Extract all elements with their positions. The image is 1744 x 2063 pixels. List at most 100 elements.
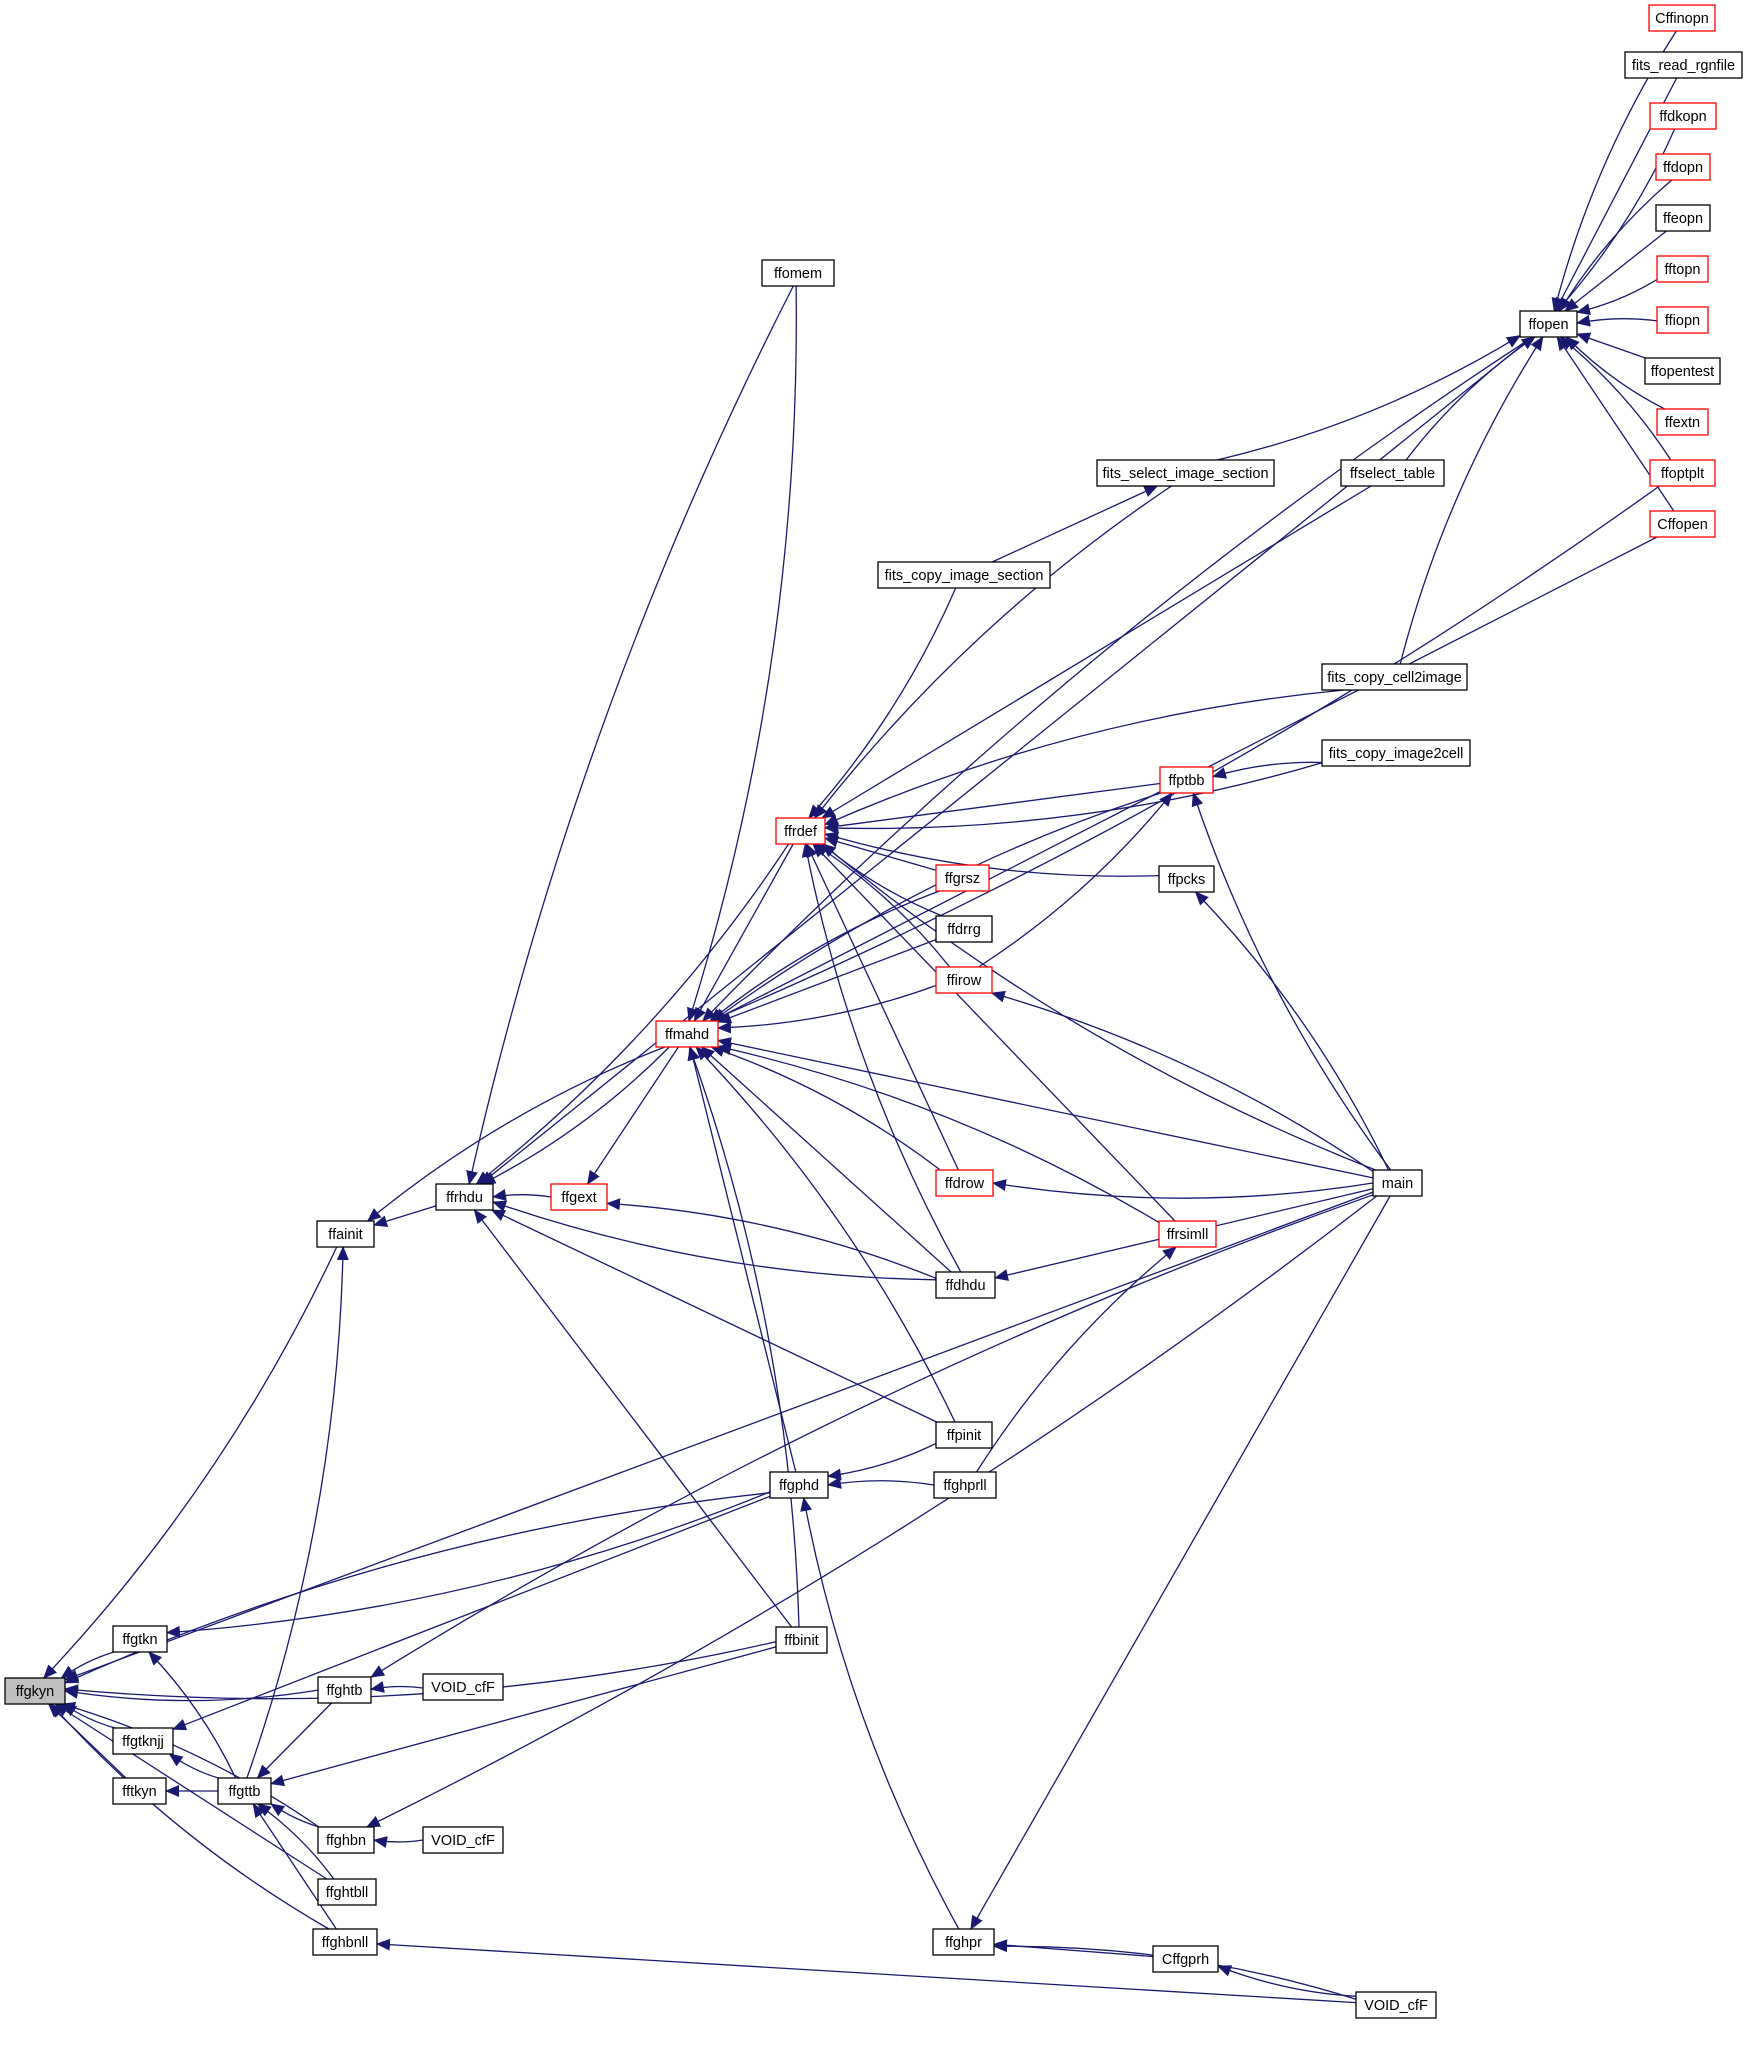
node-fits-copy-cell2image[interactable]: fits_copy_cell2image <box>1321 663 1468 691</box>
node-main[interactable]: main <box>1372 1169 1423 1197</box>
call-edge-ffghbnll-to-ffgttb <box>252 1803 337 1930</box>
node-ffmahd[interactable]: ffmahd <box>655 1020 719 1048</box>
node-ffptbb[interactable]: ffptbb <box>1159 766 1214 794</box>
node-ffdhdu[interactable]: ffdhdu <box>935 1271 996 1299</box>
call-edge-ffdhdu-to-ffmahd <box>700 1046 952 1273</box>
node-label: ffdhdu <box>945 1278 985 1294</box>
node-ffgkyn[interactable]: ffgkyn <box>4 1677 66 1705</box>
node-fits-copy-image2cell[interactable]: fits_copy_image2cell <box>1321 739 1471 767</box>
node-ffghbnll[interactable]: ffghbnll <box>312 1928 378 1956</box>
node-void-cff-2[interactable]: VOID_cfF <box>422 1826 504 1854</box>
call-edge-main-to-ffghpr <box>970 1195 1391 1930</box>
node-label: ffghtb <box>326 1683 362 1699</box>
node-void-cff-3[interactable]: VOID_cfF <box>1355 1991 1437 2019</box>
node-ffdrow[interactable]: ffdrow <box>935 1169 994 1197</box>
node-label: ffselect_table <box>1350 466 1435 482</box>
node-cffgprh[interactable]: Cffgprh <box>1152 1945 1219 1973</box>
node-void-cff-1[interactable]: VOID_cfF <box>422 1673 504 1701</box>
call-edge-ffgphd-to-ffgkyn <box>64 1492 771 1684</box>
node-fits-select-image-section[interactable]: fits_select_image_section <box>1096 459 1275 487</box>
call-edge-ffbinit-to-ffgkyn <box>64 1641 777 1700</box>
call-edge-ffpinit-to-ffrhdu <box>490 1209 937 1423</box>
node-ffopen[interactable]: ffopen <box>1519 310 1578 338</box>
call-edge-ffoptplt-to-ffmahd <box>709 485 1660 1022</box>
node-ffomem[interactable]: ffomem <box>761 259 835 287</box>
call-edge-ffghprll-to-ffgphd <box>827 1477 935 1489</box>
node-ffgtkn[interactable]: ffgtkn <box>112 1625 168 1653</box>
call-edge-ffgttb-to-ffgtkn <box>148 1651 237 1779</box>
node-box <box>317 1826 375 1854</box>
node-ffpinit[interactable]: ffpinit <box>935 1421 993 1449</box>
node-fits-copy-image-section[interactable]: fits_copy_image_section <box>877 561 1051 589</box>
node-ffghtbll[interactable]: ffghtbll <box>317 1878 377 1906</box>
node-box <box>935 1271 996 1299</box>
node-label: VOID_cfF <box>431 1680 495 1696</box>
node-ffainit[interactable]: ffainit <box>316 1220 375 1248</box>
call-edge-ffghtb-to-ffgkyn <box>64 1686 319 1702</box>
call-edge-ffiopn-to-ffopen <box>1576 314 1658 327</box>
node-label: VOID_cfF <box>431 1833 495 1849</box>
node-cffinopn[interactable]: Cffinopn <box>1648 4 1716 32</box>
node-label: ffrhdu <box>446 1190 483 1206</box>
call-edge-ffpcks-to-ffrdef <box>824 831 1160 877</box>
node-ffghtb[interactable]: ffghtb <box>317 1676 372 1704</box>
node-box <box>933 1471 997 1499</box>
call-edge-ffextn-to-ffopen <box>1565 336 1665 410</box>
node-fits-read-rgnfile[interactable]: fits_read_rgnfile <box>1624 51 1743 79</box>
node-box <box>112 1625 168 1653</box>
call-edge-ffeopn-to-ffopen <box>1564 230 1667 312</box>
node-ffpcks[interactable]: ffpcks <box>1158 865 1215 893</box>
node-ffselect-table[interactable]: ffselect_table <box>1340 459 1445 487</box>
node-ffgext[interactable]: ffgext <box>550 1183 608 1211</box>
call-edge-ffmahd-to-ffgext <box>587 1046 679 1185</box>
node-box <box>1656 408 1709 436</box>
node-label: ffdrrg <box>947 922 981 938</box>
node-label: ffdkopn <box>1659 109 1706 125</box>
node-ffextn[interactable]: ffextn <box>1656 408 1709 436</box>
node-ffdkopn[interactable]: ffdkopn <box>1649 102 1717 130</box>
node-ffdopn[interactable]: ffdopn <box>1655 153 1711 181</box>
node-label: Cffgprh <box>1162 1952 1209 1968</box>
node-box <box>422 1673 504 1701</box>
node-ffghbn[interactable]: ffghbn <box>317 1826 375 1854</box>
call-edge-ffghtb-to-ffgttb <box>256 1702 333 1779</box>
node-fftkyn[interactable]: fftkyn <box>112 1777 167 1805</box>
call-edge-ffrdef-to-ffrhdu <box>475 843 790 1185</box>
node-box <box>935 1421 993 1449</box>
node-ffgrsz[interactable]: ffgrsz <box>935 864 990 892</box>
node-ffghprll[interactable]: ffghprll <box>933 1471 997 1499</box>
node-fftopn[interactable]: fftopn <box>1656 255 1709 283</box>
node-ffgtknjj[interactable]: ffgtknjj <box>112 1727 174 1755</box>
node-label: ffmahd <box>665 1027 709 1043</box>
call-edge-ffopentest-to-ffopen <box>1576 332 1646 359</box>
node-ffrhdu[interactable]: ffrhdu <box>435 1183 494 1211</box>
call-edge-ffghtbll-to-ffgttb <box>256 1803 335 1880</box>
node-ffoptplt[interactable]: ffoptplt <box>1649 459 1716 487</box>
node-box <box>1519 310 1578 338</box>
node-ffghpr[interactable]: ffghpr <box>932 1928 995 1956</box>
node-ffbinit[interactable]: ffbinit <box>775 1626 828 1654</box>
node-ffopentest[interactable]: ffopentest <box>1644 357 1721 385</box>
call-edge-ffgphd-to-ffgtknjj <box>172 1495 771 1731</box>
node-ffeopn[interactable]: ffeopn <box>1655 204 1711 232</box>
call-edge-main-to-ffrdef <box>821 843 1376 1171</box>
node-ffdrrg[interactable]: ffdrrg <box>935 915 993 943</box>
node-ffgphd[interactable]: ffgphd <box>769 1471 829 1499</box>
node-ffirow[interactable]: ffirow <box>935 966 993 994</box>
node-label: ffomem <box>774 266 822 282</box>
node-cffopen[interactable]: Cffopen <box>1649 510 1716 538</box>
node-ffrsimll[interactable]: ffrsimll <box>1158 1220 1217 1248</box>
node-box <box>422 1826 504 1854</box>
node-label: Cffinopn <box>1655 11 1709 27</box>
node-ffgttb[interactable]: ffgttb <box>217 1777 272 1805</box>
node-box <box>1655 204 1711 232</box>
call-edge-ffgext-to-ffrhdu <box>492 1189 552 1201</box>
node-ffiopn[interactable]: ffiopn <box>1656 306 1709 334</box>
node-label: ffghpr <box>945 1935 982 1951</box>
node-ffrdef[interactable]: ffrdef <box>775 817 826 845</box>
call-edge-ffdopn-to-ffopen <box>1559 179 1673 312</box>
node-label: ffpcks <box>1168 872 1206 888</box>
node-label: fits_select_image_section <box>1102 466 1268 482</box>
node-box <box>217 1777 272 1805</box>
call-edge-ffptbb-to-ffmahd <box>711 792 1162 1022</box>
